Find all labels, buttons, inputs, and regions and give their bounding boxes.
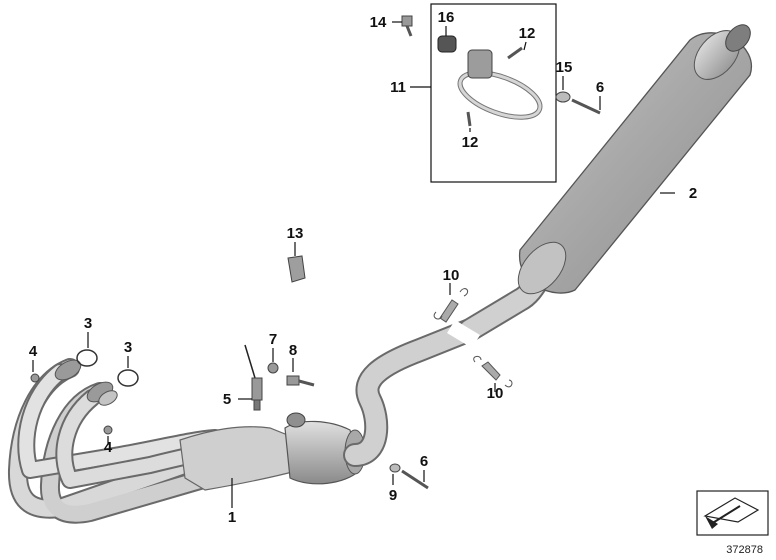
callout-6-upper: 6 xyxy=(596,79,604,96)
gasket-3-left xyxy=(76,349,98,367)
nut-4-right xyxy=(103,425,113,435)
spring-10-lower xyxy=(473,355,513,388)
header-pipes xyxy=(7,358,301,524)
callout-13: 13 xyxy=(287,225,304,242)
clamp-inset-box xyxy=(430,3,557,183)
callout-11: 11 xyxy=(390,79,406,96)
bolt-6-lower xyxy=(401,469,429,490)
callout-labels: 1 2 3 3 4 4 5 6 6 7 8 9 10 10 11 12 12 1… xyxy=(29,9,697,526)
callout-6-lower: 6 xyxy=(420,453,428,470)
clip-13 xyxy=(287,255,306,283)
callout-14: 14 xyxy=(370,14,387,31)
bolt-6-upper xyxy=(571,98,601,115)
callout-12-upper: 12 xyxy=(519,25,536,42)
orientation-icon xyxy=(696,490,769,536)
leader-lines xyxy=(32,21,675,508)
callout-1: 1 xyxy=(228,509,236,526)
link-pipe xyxy=(343,258,557,467)
callout-12-lower: 12 xyxy=(462,134,479,151)
screw-14 xyxy=(401,15,413,37)
spring-10-upper xyxy=(433,288,469,323)
callout-3-right: 3 xyxy=(124,339,132,356)
silencer xyxy=(517,24,753,295)
callout-16: 16 xyxy=(438,9,455,26)
nut-7 xyxy=(267,362,279,374)
callout-4-left: 4 xyxy=(29,343,38,360)
callout-7: 7 xyxy=(269,331,277,348)
callout-3-left: 3 xyxy=(84,315,92,332)
lambda-sensor-5 xyxy=(244,344,263,411)
callout-9: 9 xyxy=(389,487,397,504)
callout-15: 15 xyxy=(556,59,573,76)
nut-4-left xyxy=(30,373,40,383)
callout-8: 8 xyxy=(289,342,297,359)
callout-10-upper: 10 xyxy=(443,267,460,284)
callout-4-right: 4 xyxy=(104,439,113,456)
callout-5: 5 xyxy=(223,391,231,408)
reference-number: 372878 xyxy=(726,544,763,556)
callout-10-lower: 10 xyxy=(487,385,504,402)
gasket-3-right xyxy=(117,369,139,387)
callout-2: 2 xyxy=(689,185,697,202)
bolt-8 xyxy=(286,375,315,387)
washer-9 xyxy=(389,463,401,473)
washer-15 xyxy=(555,91,571,103)
